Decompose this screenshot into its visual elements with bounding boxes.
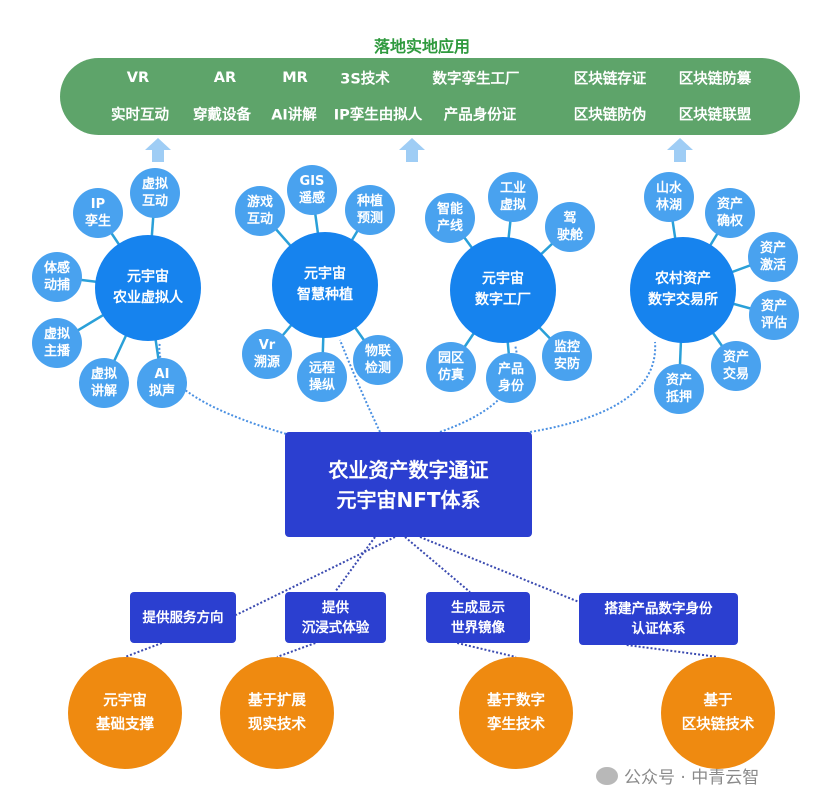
- foundation-node: 基于数字 孪生技术: [459, 657, 573, 769]
- satellite-node: 物联 检测: [353, 335, 403, 385]
- satellite-node: 驾 驶舱: [545, 202, 595, 252]
- function-box: 生成显示 世界镜像: [426, 592, 530, 643]
- satellite-node: 虚拟 互动: [130, 168, 180, 218]
- satellite-node: 资产 评估: [749, 290, 799, 340]
- satellite-node: Vr 溯源: [242, 329, 292, 379]
- dotted-connector: [276, 642, 316, 658]
- applications-panel: [60, 58, 800, 135]
- hub-node: 农村资产 数字交易所: [630, 237, 736, 343]
- dotted-connector: [456, 642, 517, 658]
- dotted-connector: [124, 642, 163, 658]
- dotted-connector: [158, 341, 291, 436]
- top-title: 落地实地应用: [373, 37, 470, 56]
- arrow-up-icon: [399, 138, 425, 162]
- function-box: 提供 沉浸式体验: [285, 592, 386, 643]
- application-item: 实时互动: [111, 107, 169, 124]
- dotted-connector: [404, 536, 471, 593]
- arrow-up-icon: [145, 138, 171, 162]
- core-line-2: 元宇宙NFT体系: [336, 487, 481, 512]
- hub-node: 元宇宙 农业虚拟人: [95, 235, 201, 341]
- application-item: 区块链联盟: [678, 107, 752, 124]
- application-item: MR: [282, 70, 308, 86]
- satellite-node: 工业 虚拟: [488, 172, 538, 222]
- hub-node: 元宇宙 数字工厂: [450, 237, 556, 343]
- watermark-text: 公众号 · 中青云智: [624, 768, 760, 788]
- satellite-node: 游戏 互动: [235, 186, 285, 236]
- satellite-node: 远程 操纵: [297, 352, 347, 402]
- application-item: 3S技术: [340, 71, 390, 88]
- application-item: VR: [126, 70, 150, 86]
- satellite-node: 园区 仿真: [426, 342, 476, 392]
- satellite-node: GIS 遥感: [287, 165, 337, 215]
- dotted-connector: [235, 536, 396, 616]
- satellite-node: 智能 产线: [425, 193, 475, 243]
- application-item: IP孪生由拟人: [333, 107, 423, 124]
- dotted-connector: [334, 536, 376, 593]
- core-line-1: 农业资产数字通证: [328, 457, 489, 482]
- satellite-node: IP 孪生: [73, 188, 123, 238]
- satellite-node: 产品 身份: [486, 353, 536, 403]
- satellite-node: 虚拟 讲解: [79, 358, 129, 408]
- core-system-box: 农业资产数字通证 元宇宙NFT体系: [285, 432, 532, 537]
- satellite-node: 资产 确权: [705, 188, 755, 238]
- function-box: 搭建产品数字身份 认证体系: [579, 593, 738, 645]
- foundation-node: 元宇宙 基础支撑: [68, 657, 182, 769]
- satellite-node: 种植 预测: [345, 185, 395, 235]
- watermark: 公众号 · 中青云智: [596, 763, 759, 788]
- foundation-node: 基于 区块链技术: [661, 657, 775, 769]
- application-item: 区块链防篡: [678, 71, 752, 88]
- application-item: 产品身份证: [443, 107, 517, 124]
- application-item: AR: [213, 70, 237, 86]
- hub-node: 元宇宙 智慧种植: [272, 232, 378, 338]
- satellite-node: 体感 动捕: [32, 252, 82, 302]
- satellite-node: 虚拟 主播: [32, 318, 82, 368]
- satellite-node: AI 拟声: [137, 358, 187, 408]
- dotted-connector: [529, 341, 657, 433]
- satellite-node: 资产 激活: [748, 232, 798, 282]
- satellite-node: 监控 安防: [542, 331, 592, 381]
- application-item: AI讲解: [271, 107, 317, 124]
- dotted-connector: [339, 339, 381, 433]
- function-box: 提供服务方向: [130, 592, 236, 643]
- dotted-connector: [419, 536, 580, 603]
- foundation-node: 基于扩展 现实技术: [220, 657, 334, 769]
- satellite-node: 资产 抵押: [654, 364, 704, 414]
- application-item: 数字孪生工厂: [432, 71, 520, 88]
- satellite-node: 资产 交易: [711, 341, 761, 391]
- application-item: 区块链防伪: [573, 107, 647, 124]
- dotted-connector: [626, 644, 719, 658]
- satellite-node: 山水 林湖: [644, 172, 694, 222]
- wechat-icon: [596, 766, 618, 785]
- application-item: 穿戴设备: [193, 107, 251, 124]
- arrow-up-icon: [667, 138, 693, 162]
- application-item: 区块链存证: [573, 71, 647, 88]
